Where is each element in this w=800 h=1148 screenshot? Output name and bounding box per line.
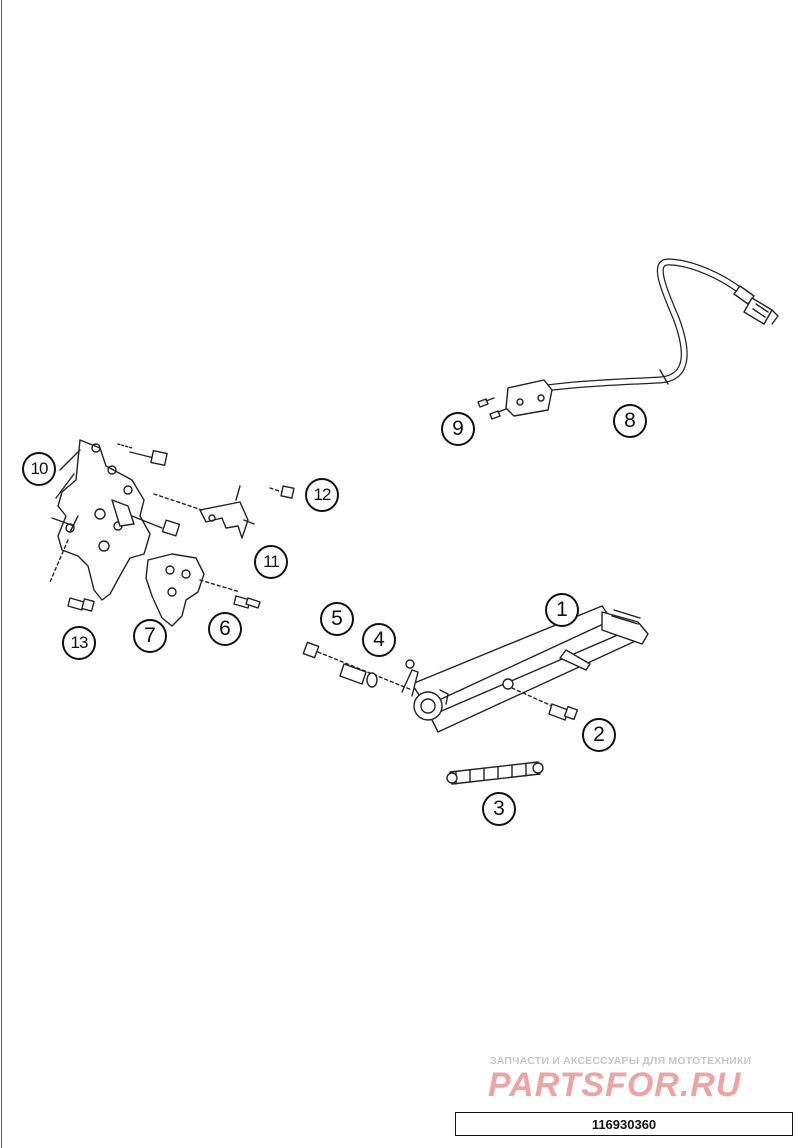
- callout-7: 7: [133, 619, 167, 653]
- switch-mounting-screws: [477, 397, 507, 420]
- callout-9-label: 9: [452, 417, 464, 440]
- callout-1: 1: [545, 593, 579, 627]
- watermark-logo-text: PARTSFOR.RU: [488, 1066, 742, 1102]
- callout-12-label: 12: [313, 485, 332, 504]
- stand-plate: [145, 553, 205, 627]
- bracket-bolt-middle: [131, 515, 181, 537]
- callout-1-label: 1: [556, 598, 568, 621]
- callout-5: 5: [320, 602, 354, 636]
- callout-13-label: 13: [70, 633, 89, 652]
- callout-11-label: 11: [263, 552, 280, 571]
- side-stand-switch-cable: [505, 258, 779, 417]
- callout-11: 11: [254, 545, 288, 579]
- diagram-code-box: 116930360: [455, 1112, 793, 1136]
- callout-7-label: 7: [144, 624, 156, 647]
- stand-mounting-bracket: [51, 439, 151, 601]
- callout-8: 8: [613, 404, 647, 438]
- callout-6: 6: [208, 612, 242, 646]
- stand-bushing: [317, 651, 413, 691]
- callout-4: 4: [362, 623, 396, 657]
- callout-2: 2: [582, 718, 616, 752]
- page-left-border: [1, 0, 2, 1148]
- callout-5-label: 5: [331, 607, 343, 630]
- stand-pivot-stud: [199, 579, 261, 609]
- watermark-logo: PARTSFOR.RU: [488, 1066, 742, 1102]
- callout-9: 9: [441, 412, 475, 446]
- callout-6-label: 6: [219, 617, 231, 640]
- callout-10-label: 10: [30, 459, 49, 478]
- callout-3-label: 3: [493, 797, 505, 820]
- side-stand: [401, 605, 649, 733]
- bracket-nut: [269, 485, 295, 499]
- callout-3: 3: [482, 792, 516, 826]
- stand-stop-bolt: [511, 687, 579, 721]
- callout-12: 12: [305, 478, 339, 512]
- switch-bracket-plate: [153, 485, 255, 539]
- diagram-code: 116930360: [591, 1116, 657, 1132]
- bracket-bolt-lower: [49, 539, 95, 612]
- stand-spring: [446, 761, 544, 785]
- bracket-bolt-upper: [117, 443, 168, 467]
- watermark-tagline: ЗАПЧАСТИ И АКСЕССУАРЫ ДЛЯ МОТОТЕХНИКИ: [490, 1055, 752, 1067]
- callout-2-label: 2: [593, 723, 605, 746]
- callout-4-label: 4: [373, 628, 385, 651]
- callout-10: 10: [22, 452, 56, 486]
- callout-13: 13: [62, 626, 96, 660]
- callout-8-label: 8: [624, 409, 636, 432]
- stand-pivot-nut: [302, 641, 320, 659]
